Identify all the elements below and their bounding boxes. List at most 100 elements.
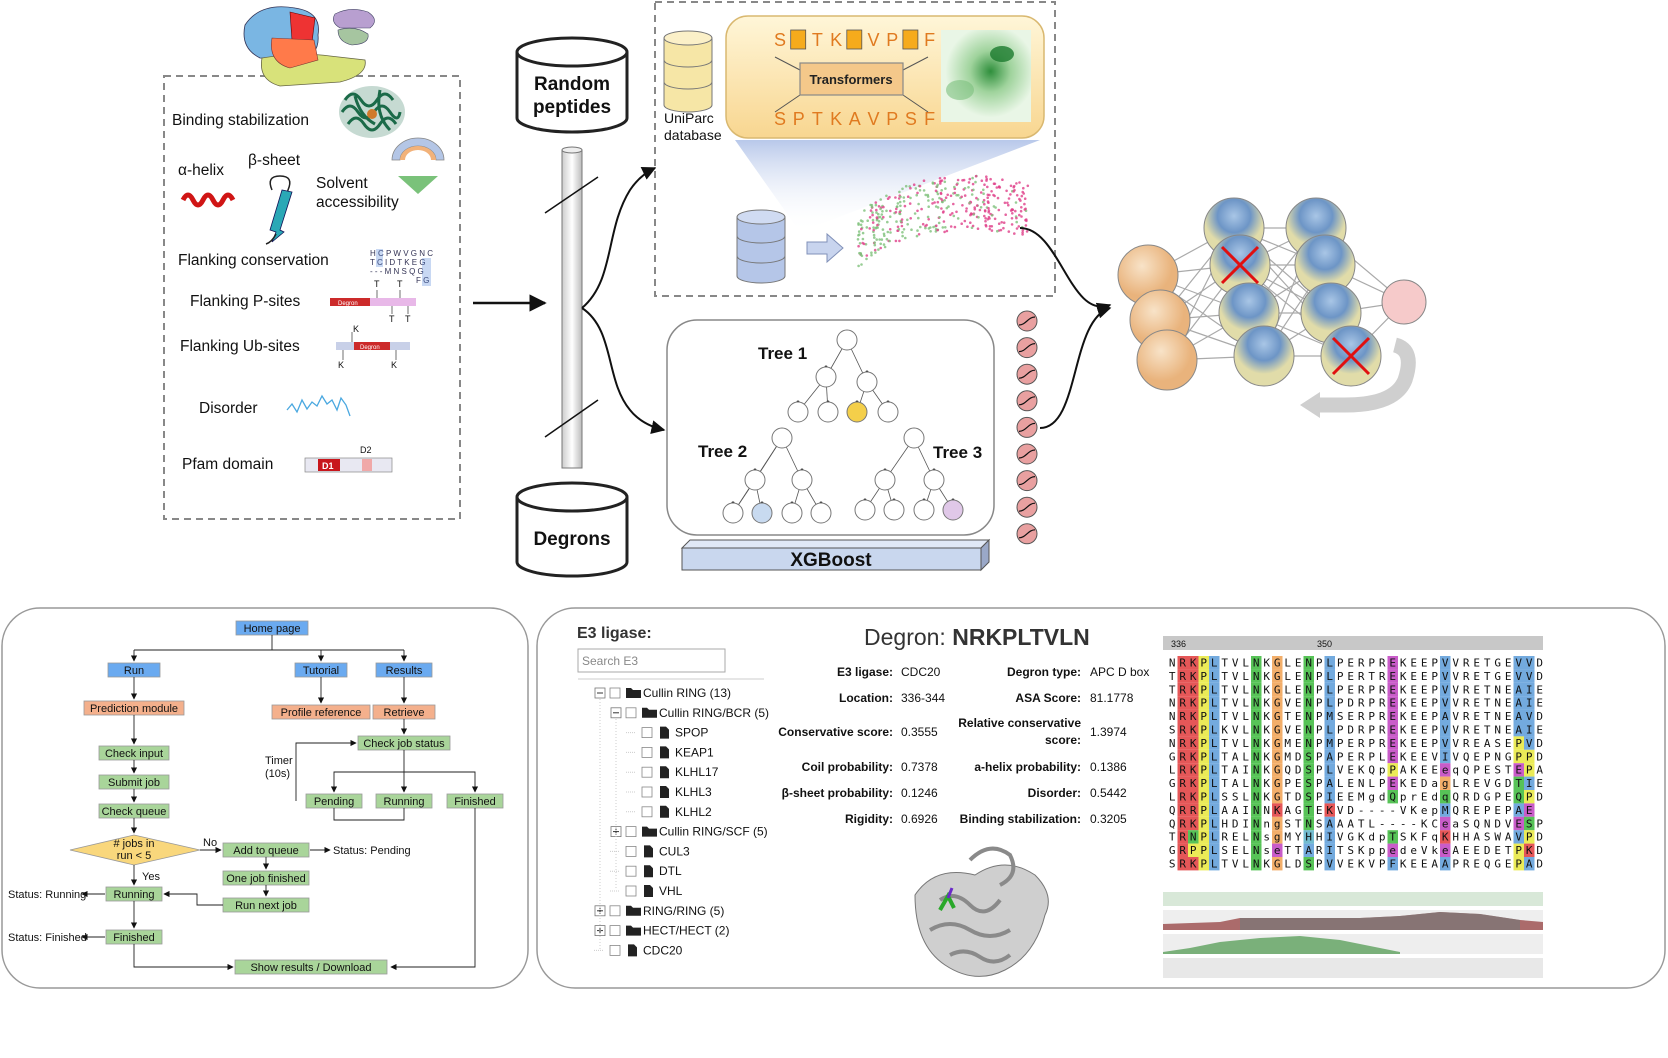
aa-letter: A — [1347, 817, 1354, 830]
aa-letter: R — [1358, 683, 1365, 696]
aa-letter: P — [1200, 657, 1207, 670]
tree-checkbox[interactable] — [609, 905, 621, 917]
scatter-point — [956, 178, 960, 182]
tree-item-label[interactable]: KLHL3 — [675, 785, 712, 799]
tree-item-label[interactable]: KLHL2 — [675, 805, 712, 819]
tree-item-label[interactable]: CUL3 — [659, 844, 690, 858]
p-site-t4: T — [405, 314, 411, 324]
tree-item-label[interactable]: Cullin RING/BCR (5) — [659, 706, 769, 720]
transformer-box — [654, 1, 1056, 297]
tree-item-label[interactable]: CDC20 — [643, 943, 683, 957]
scatter-point — [873, 236, 876, 239]
tree-checkbox[interactable] — [641, 766, 653, 778]
aa-letter: N — [1494, 697, 1501, 710]
aa-cell — [1272, 857, 1283, 871]
scatter-point — [885, 209, 888, 213]
tree-checkbox[interactable] — [641, 747, 653, 758]
scatter-point — [936, 206, 940, 209]
tree-checkbox[interactable] — [625, 885, 637, 897]
tree-item-label[interactable]: Cullin RING (13) — [643, 686, 731, 700]
e3-search-input[interactable]: Search E3 — [577, 648, 726, 673]
aa-letter: K — [1410, 804, 1417, 817]
aa-letter: K — [1263, 764, 1270, 777]
scatter-point — [882, 215, 885, 219]
degron-title-prefix: Degron: — [864, 624, 952, 650]
aa-cell — [1524, 830, 1535, 844]
aa-letter: N — [1169, 697, 1176, 710]
aa-cell — [1513, 656, 1524, 670]
file-icon — [660, 746, 669, 759]
aa-cell — [1209, 857, 1220, 871]
aa-letter: P — [1200, 724, 1207, 737]
tree-checkbox[interactable] — [625, 846, 637, 857]
tree-checkbox[interactable] — [609, 925, 621, 936]
aa-letter: E — [1410, 777, 1417, 790]
scatter-point — [900, 218, 904, 221]
aa-letter: G — [1274, 791, 1281, 804]
aa-cell — [1272, 776, 1283, 790]
aa-cell — [1272, 843, 1283, 857]
tree-item-label[interactable]: HECT/HECT (2) — [643, 924, 729, 938]
tree-item-label[interactable]: VHL — [659, 884, 683, 898]
aa-letter: G — [1274, 657, 1281, 670]
scatter-point — [1021, 233, 1024, 236]
tree-checkbox[interactable] — [625, 707, 637, 719]
aa-letter: V — [1232, 670, 1239, 683]
aa-letter: P — [1316, 724, 1323, 737]
detail-value[interactable]: CDC20 — [901, 665, 941, 679]
tree-item-label[interactable]: SPOP — [675, 726, 708, 740]
aa-cell — [1524, 682, 1535, 697]
aa-cell — [1524, 857, 1535, 871]
aa-letter: M — [1326, 737, 1333, 750]
scatter-point — [972, 188, 975, 192]
tree-checkbox[interactable] — [625, 826, 637, 837]
scatter-point — [986, 193, 990, 197]
aa-letter: L — [1211, 737, 1218, 750]
tree-checkbox[interactable] — [641, 806, 653, 818]
aa-cell — [1198, 843, 1209, 857]
aa-letter: - — [1358, 804, 1365, 817]
aa-letter: N — [1494, 750, 1501, 763]
tree-checkbox[interactable] — [641, 786, 653, 798]
tree-checkbox[interactable] — [625, 865, 637, 877]
arrow-embedding-icon — [806, 232, 844, 264]
tree-item-label[interactable]: KEAP1 — [675, 745, 714, 759]
aa-letter: L — [1211, 710, 1218, 723]
scatter-point — [860, 227, 863, 231]
tree-item-label[interactable]: Cullin RING/SCF (5) — [659, 825, 768, 839]
tree-item-label[interactable]: DTL — [659, 864, 682, 878]
aa-letter: P — [1484, 750, 1491, 763]
scatter-point — [940, 189, 943, 192]
aa-letter: - — [1389, 817, 1396, 830]
aa-letter: N — [1253, 724, 1260, 737]
aa-letter: D — [1536, 657, 1543, 670]
tree-checkbox[interactable] — [641, 727, 653, 738]
tree-checkbox[interactable] — [609, 945, 621, 956]
tree-item-label[interactable]: KLHL17 — [675, 765, 719, 779]
seq-letter: T — [812, 30, 823, 50]
scatter-point — [1020, 206, 1023, 209]
aa-letter: k — [1431, 844, 1438, 857]
protein-structure-icon — [339, 86, 405, 138]
aa-letter: V — [1232, 737, 1239, 750]
aa-letter: P — [1316, 737, 1323, 750]
aa-letter: K — [1400, 657, 1407, 670]
aa-letter: d — [1431, 791, 1438, 804]
aa-cell — [1251, 682, 1262, 697]
aa-cell — [1251, 843, 1262, 857]
tree-item-label[interactable]: RING/RING (5) — [643, 904, 724, 918]
aa-letter: M — [1358, 791, 1365, 804]
ruler-336: 336 — [1171, 639, 1186, 649]
aa-letter: V — [1484, 777, 1491, 790]
scatter-point — [936, 200, 940, 204]
aa-cell — [1251, 749, 1262, 764]
flow-edge — [295, 739, 357, 801]
scatter-point — [903, 204, 907, 208]
aa-letter: K — [1358, 844, 1365, 857]
profile-reference-box-label: Profile reference — [281, 707, 362, 719]
detail-value[interactable]: APC D box — [1090, 665, 1149, 679]
aa-letter: N — [1494, 683, 1501, 696]
aa-letter: L — [1242, 724, 1249, 737]
tree-checkbox[interactable] — [609, 687, 621, 699]
